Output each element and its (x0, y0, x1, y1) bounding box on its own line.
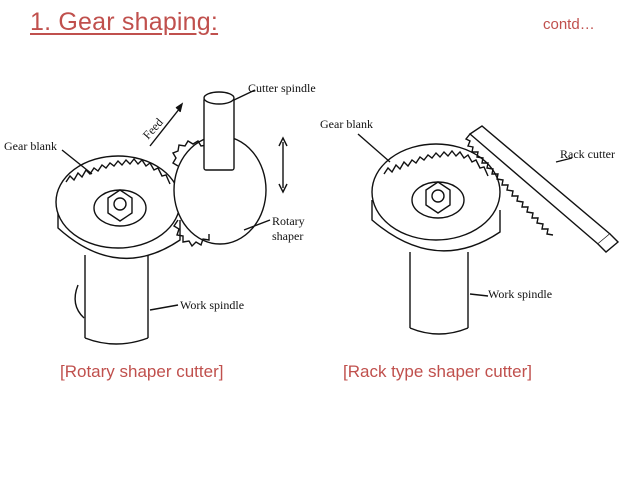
label-cutter-spindle: Cutter spindle (248, 81, 316, 95)
label-shaper: shaper (272, 229, 303, 243)
label-work-spindle: Work spindle (180, 298, 244, 312)
label-gear-blank: Gear blank (4, 139, 57, 153)
cutter-spindle (203, 97, 235, 171)
label-rotary: Rotary (272, 214, 305, 228)
caption-rotary-shaper: [Rotary shaper cutter] (60, 362, 224, 381)
feed-arrow (149, 107, 181, 147)
label-feed: Feed (140, 115, 166, 142)
continued-label: contd… (543, 16, 595, 33)
label-work-spindle: Work spindle (488, 287, 552, 301)
rack-shaper-diagram: Gear blank Rack cutter Work spindle (310, 70, 638, 350)
caption-rack-shaper: [Rack type shaper cutter] (343, 362, 532, 381)
rotary-shaper-diagram: Cutter spindle Feed Gear blank Rotary sh… (0, 70, 330, 350)
label-gear-blank: Gear blank (320, 117, 373, 131)
work-spindle-shaft (84, 255, 149, 338)
label-rack-cutter: Rack cutter (560, 147, 615, 161)
slide-title: 1. Gear shaping: (30, 8, 219, 36)
work-spindle-shaft (409, 252, 469, 328)
